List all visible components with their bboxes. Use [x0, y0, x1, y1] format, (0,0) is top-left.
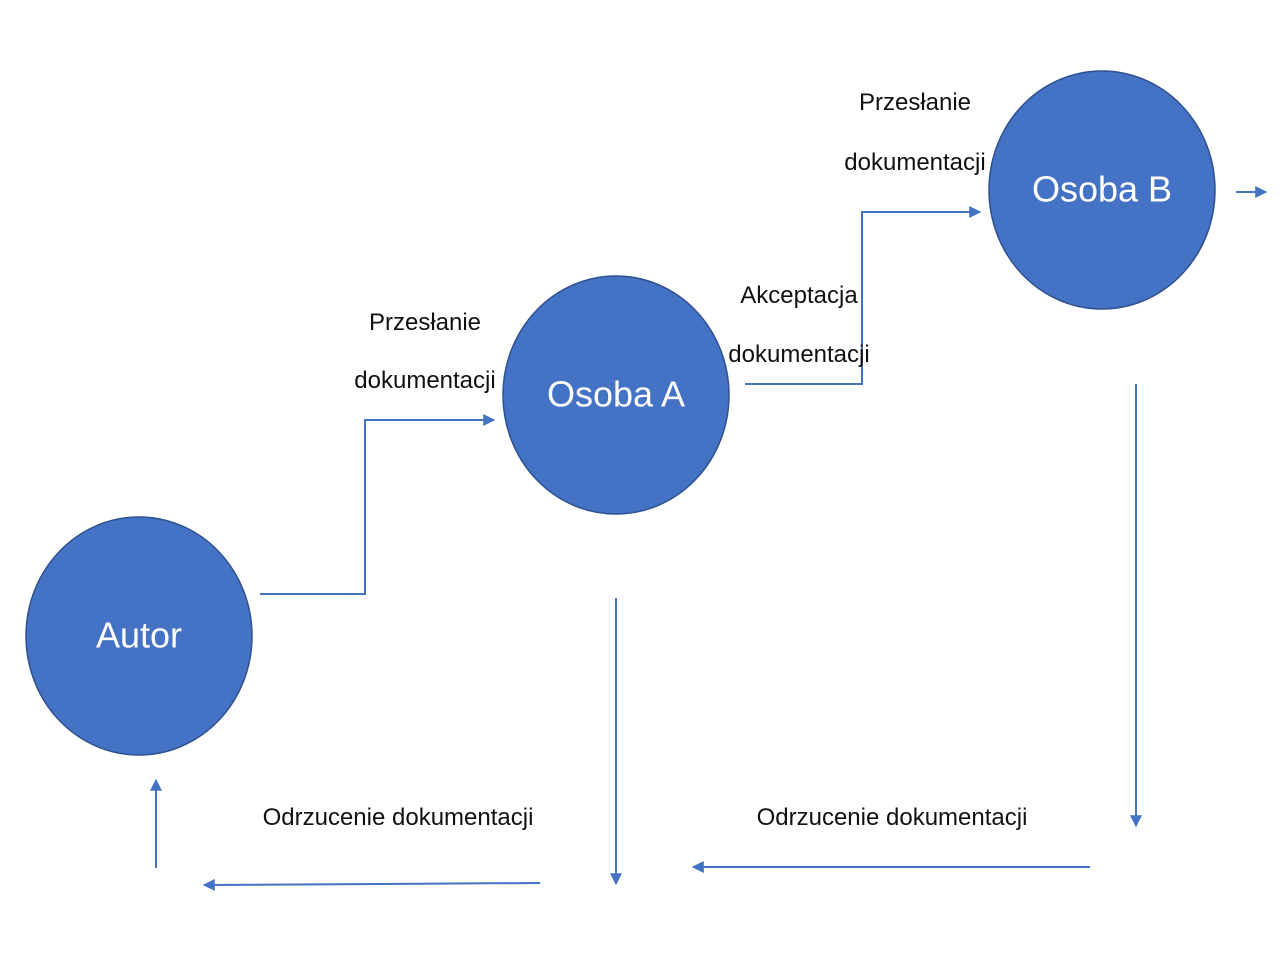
- edge-label-send-b-line2: dokumentacji: [844, 149, 985, 176]
- edge-osoba-a-to-osoba-b: [745, 206, 982, 385]
- node-autor: Autor: [25, 516, 253, 756]
- edge-label-accept-line1: Akceptacja: [740, 282, 858, 309]
- node-osoba-a-circle: [502, 275, 730, 515]
- node-autor-circle: [25, 516, 253, 756]
- node-osoba-b: Osoba B: [988, 70, 1216, 310]
- edge-label-send-b-line1: Przesłanie: [859, 89, 971, 116]
- edge-label-autor-to-a-line1: Przesłanie: [369, 309, 481, 336]
- node-osoba-a: Osoba A: [502, 275, 730, 515]
- edge-autor-to-osoba-a: [260, 414, 496, 595]
- edge-label-reject-a: Odrzucenie dokumentacji: [263, 804, 534, 831]
- node-autor-label: Autor: [96, 615, 182, 656]
- edge-reject-to-autor: [202, 878, 541, 891]
- node-osoba-b-label: Osoba B: [1032, 169, 1172, 210]
- edge-label-accept-line2: dokumentacji: [728, 341, 869, 368]
- edge-label-reject-b: Odrzucenie dokumentacji: [757, 804, 1028, 831]
- node-osoba-a-label: Osoba A: [547, 374, 685, 415]
- edge-label-autor-to-a-line2: dokumentacji: [354, 367, 495, 394]
- node-osoba-b-circle: [988, 70, 1216, 310]
